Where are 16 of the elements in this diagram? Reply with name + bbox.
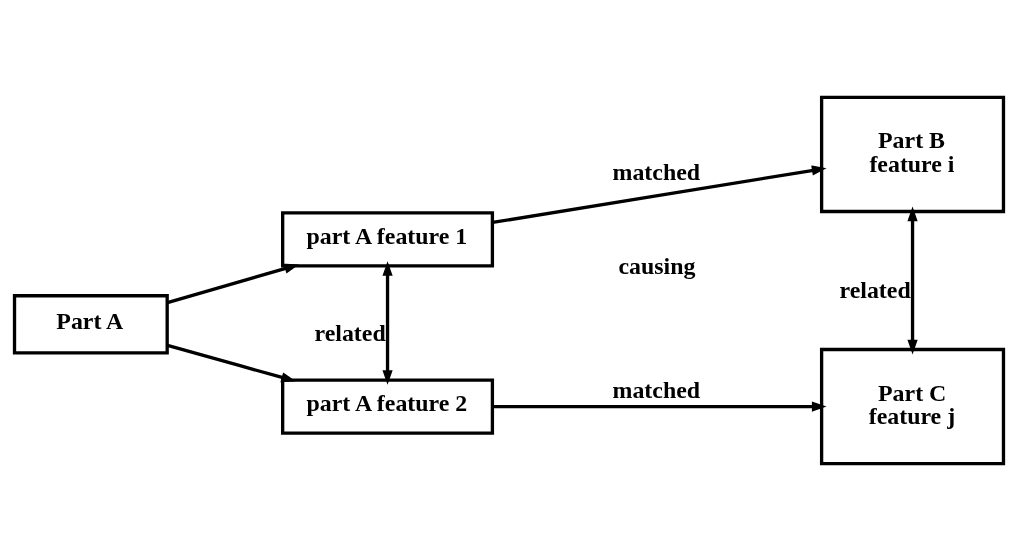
arrow	[907, 206, 918, 354]
arrow	[492, 164, 827, 224]
arrow	[492, 401, 827, 412]
edge-label: related	[839, 276, 911, 303]
arrow	[382, 260, 393, 385]
node-box: Part B feature i	[819, 95, 1006, 213]
edge-label: related	[314, 319, 386, 346]
node-box: part A feature 2	[281, 377, 495, 435]
arrow	[167, 263, 300, 304]
edge-label: matched	[612, 376, 701, 403]
node-box: Part C feature j	[819, 347, 1006, 465]
arrow	[167, 343, 296, 382]
node-box: part A feature 1	[281, 210, 495, 268]
edge-label: matched	[612, 158, 701, 185]
label: causing	[618, 252, 696, 279]
node-box: Part A	[12, 293, 169, 354]
